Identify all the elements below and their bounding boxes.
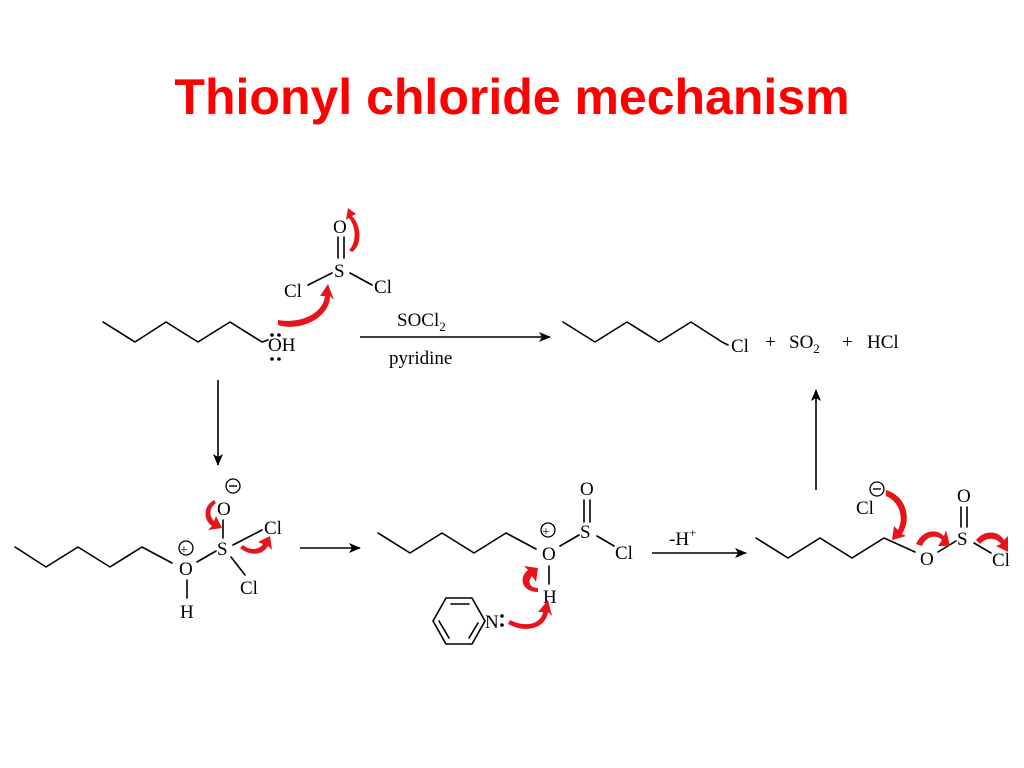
lone-pair-dot: [270, 333, 274, 337]
atom-cl-right: Cl: [374, 277, 392, 298]
chloride-ion: Cl: [856, 481, 885, 519]
ring-double-bond: [438, 620, 450, 639]
slide-title: Thionyl chloride mechanism: [174, 69, 850, 125]
pentyl-chain-start: [102, 321, 269, 343]
pentyl-chain-int3: [755, 537, 916, 559]
o-s-bond: [937, 540, 957, 553]
atom-s-2: S: [580, 522, 591, 543]
s-cl-bond: [596, 535, 615, 547]
atom-h: H: [180, 602, 194, 623]
positive-charge: [540, 522, 556, 538]
products: Cl + SO2 + HCl: [562, 321, 899, 357]
o-s-bond: [559, 534, 580, 547]
curved-arrow-n-to-h: [508, 600, 552, 629]
solvent-label: pyridine: [389, 348, 452, 369]
pentyl-chain-int1: [14, 546, 173, 568]
curved-arrow-s-cl-break: [976, 532, 1008, 552]
atom-cl-2: Cl: [615, 543, 633, 564]
atom-o-oxonium: O: [179, 559, 193, 580]
o-s-bond: [196, 550, 217, 563]
atom-o-oxonium-2: O: [542, 544, 556, 565]
lone-pair-dot: [500, 623, 504, 627]
atom-s: S: [334, 261, 345, 282]
product-cl: Cl: [731, 336, 749, 357]
lone-pair-dot: [270, 357, 274, 361]
reagent-label: SOCl2: [397, 310, 446, 334]
pyridine-ring: [432, 597, 486, 645]
curved-arrow-oh-to-o: [522, 566, 538, 592]
s-cl-bond: [349, 272, 373, 286]
atom-cl-b: Cl: [240, 578, 258, 599]
plus-sign-1: +: [765, 332, 776, 353]
pentyl-chain-int2: [377, 532, 537, 554]
curved-arrow-so-to-o: [346, 208, 360, 252]
curved-arrow-s-cl-leave: [240, 536, 272, 554]
s-cl-bond: [307, 272, 333, 286]
oxonium-intermediate: O + H S O Cl Cl: [14, 478, 282, 623]
s-cl-bond: [230, 556, 246, 576]
atom-s-tetra: S: [217, 539, 228, 560]
atom-o-ester: O: [920, 549, 934, 570]
atom-cl-left: Cl: [284, 281, 302, 302]
chlorosulfite-oxonium: O + H S O Cl: [377, 479, 633, 608]
deprotonation-label: -H+: [669, 525, 696, 550]
pentyl-chain-product: [562, 321, 729, 346]
atom-cl-3: Cl: [992, 550, 1010, 571]
s-cl-bond: [973, 542, 992, 554]
atom-o-2: O: [580, 479, 594, 500]
atom-s-3: S: [957, 529, 968, 550]
plus-glyph: +: [542, 525, 550, 540]
curved-arrow-co-break: [916, 530, 950, 546]
atom-o-sulfinyl: O: [333, 217, 347, 238]
positive-charge: [178, 540, 194, 556]
plus-sign-2: +: [842, 332, 853, 353]
alkyl-chlorosulfite: O S O Cl: [755, 486, 1010, 571]
atom-n-pyridine: N: [485, 612, 499, 633]
deprotonation-arrow: -H+: [652, 525, 747, 558]
atom-cl-a: Cl: [264, 518, 282, 539]
curved-arrow-o-to-s-reform: [205, 500, 222, 530]
main-reaction-arrow: SOCl2 pyridine: [360, 310, 551, 369]
atom-o-minus: O: [217, 499, 231, 520]
product-so2: SO2: [789, 332, 820, 356]
thionyl-chloride-molecule: O S Cl Cl: [284, 217, 392, 302]
atom-cl-ion: Cl: [856, 498, 874, 519]
plus-glyph: +: [180, 543, 188, 558]
atom-o-3: O: [957, 486, 971, 507]
curved-arrow-cl-attack: [886, 490, 907, 540]
lone-pair-dot: [277, 333, 281, 337]
product-hcl: HCl: [867, 332, 899, 353]
pyridine-base: N: [432, 597, 504, 645]
lone-pair-dot: [277, 357, 281, 361]
lone-pair-dot: [500, 614, 504, 618]
ring-double-bond: [468, 622, 479, 639]
starting-alcohol: OH: [102, 321, 296, 361]
atom-oh-hydroxyl: OH: [268, 335, 296, 356]
s-cl-bond: [232, 529, 263, 546]
curved-arrow-oh-to-s: [278, 284, 334, 327]
